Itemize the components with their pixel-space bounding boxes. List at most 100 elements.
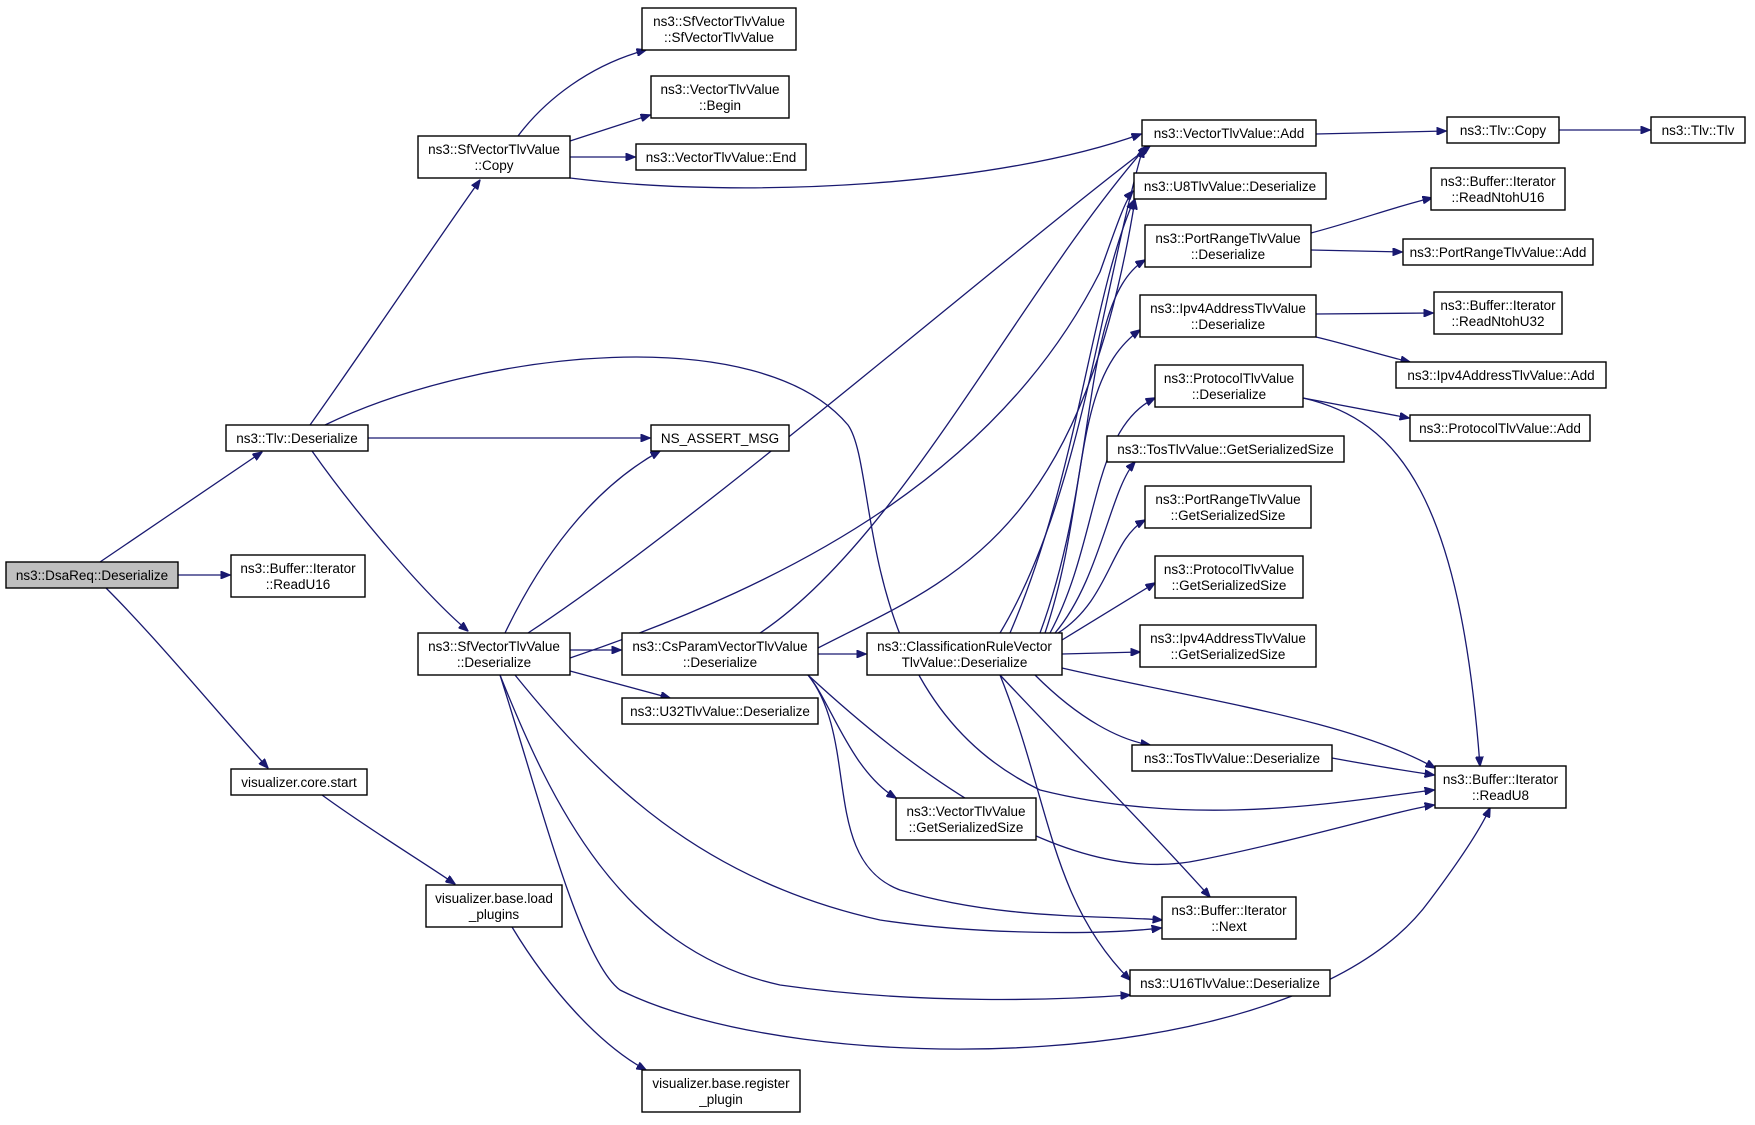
node-tlv-deserialize[interactable]: ns3::Tlv::Deserialize <box>225 424 369 452</box>
edge-arrow <box>499 674 1130 1001</box>
node-label: ns3::ClassificationRuleVector <box>877 639 1052 654</box>
node-buffer-readu8[interactable]: ns3::Buffer::Iterator::ReadU8 <box>1434 765 1567 809</box>
node-label: ns3::Buffer::Iterator <box>1171 903 1287 918</box>
edge-dsareq_deserialize-to-vis_core_start <box>105 587 268 768</box>
edge-arrow <box>1061 652 1140 654</box>
node-label: ::GetSerializedSize <box>909 820 1024 835</box>
node-tlv-tlv[interactable]: ns3::Tlv::Tlv <box>1650 116 1746 144</box>
node-vec-add[interactable]: ns3::VectorTlvValue::Add <box>1141 119 1317 147</box>
node-u16-deserialize[interactable]: ns3::U16TlvValue::Deserialize <box>1129 969 1331 997</box>
node-pr-deserialize[interactable]: ns3::PortRangeTlvValue::Deserialize <box>1144 224 1312 268</box>
node-label: ::Deserialize <box>457 655 531 670</box>
edge-arrow <box>514 674 1161 934</box>
node-box <box>417 632 571 676</box>
edge-sf_deserialize-to-buffer_readu8 <box>499 674 1490 1050</box>
node-dsareq-deserialize[interactable]: ns3::DsaReq::Deserialize <box>5 561 179 589</box>
node-label: _plugins <box>468 907 520 922</box>
edge-arrow <box>1310 198 1432 234</box>
node-buffer-readu16[interactable]: ns3::Buffer::Iterator::ReadU16 <box>230 554 366 598</box>
node-buffer-next[interactable]: ns3::Buffer::Iterator::Next <box>1161 896 1297 940</box>
node-label: ns3::Tlv::Copy <box>1460 123 1547 138</box>
node-label: ns3::U16TlvValue::Deserialize <box>1140 976 1320 991</box>
node-label: ns3::Buffer::Iterator <box>1440 174 1556 189</box>
edge-cr_deserialize-to-proto_deserialize <box>1049 398 1155 634</box>
node-sf-copy[interactable]: ns3::SfVectorTlvValue::Copy <box>417 135 571 179</box>
node-cr-deserialize[interactable]: ns3::ClassificationRuleVectorTlvValue::D… <box>866 632 1063 676</box>
edge-arrow <box>499 674 1490 1050</box>
node-pr-add[interactable]: ns3::PortRangeTlvValue::Add <box>1402 238 1594 266</box>
node-box <box>225 424 369 452</box>
edge-arrow <box>99 452 262 563</box>
node-label: ns3::SfVectorTlvValue <box>428 142 560 157</box>
edge-tlv_deserialize-to-sf_copy <box>309 180 480 426</box>
node-ip-add[interactable]: ns3::Ipv4AddressTlvValue::Add <box>1395 361 1607 389</box>
node-sf-deserialize[interactable]: ns3::SfVectorTlvValue::Deserialize <box>417 632 571 676</box>
node-vis-load-plugins[interactable]: visualizer.base.load_plugins <box>425 884 563 928</box>
node-box <box>641 7 797 51</box>
node-ns-assert-msg[interactable]: NS_ASSERT_MSG <box>650 424 790 452</box>
edge-sf_deserialize-to-u16_deserialize <box>499 674 1130 1001</box>
node-cs-deserialize[interactable]: ns3::CsParamVectorTlvValue::Deserialize <box>621 632 819 676</box>
node-buffer-readntohu16[interactable]: ns3::Buffer::Iterator::ReadNtohU16 <box>1430 167 1566 211</box>
node-label: ::Deserialize <box>683 655 757 670</box>
node-label: ::Copy <box>474 158 513 173</box>
edge-cr_deserialize-to-ip_deserialize <box>1044 330 1140 634</box>
node-box <box>1446 116 1560 144</box>
edge-pr_deserialize-to-buffer_readntohu16 <box>1310 198 1432 234</box>
edge-cr_deserialize-to-pr_getsize <box>1057 520 1145 634</box>
node-box <box>866 632 1063 676</box>
node-ip-getsize[interactable]: ns3::Ipv4AddressTlvValue::GetSerializedS… <box>1139 624 1317 668</box>
node-u32-deserialize[interactable]: ns3::U32TlvValue::Deserialize <box>621 697 819 725</box>
node-box <box>1395 361 1607 389</box>
node-vis-core-start[interactable]: visualizer.core.start <box>230 768 368 796</box>
node-tos-getsize[interactable]: ns3::TosTlvValue::GetSerializedSize <box>1106 435 1345 463</box>
edge-arrow <box>1315 131 1446 134</box>
node-vec-getsize[interactable]: ns3::VectorTlvValue::GetSerializedSize <box>895 797 1037 841</box>
node-tlv-copy[interactable]: ns3::Tlv::Copy <box>1446 116 1560 144</box>
node-sf-ctor[interactable]: ns3::SfVectorTlvValue::SfVectorTlvValue <box>641 7 797 51</box>
edge-arrow <box>311 450 468 631</box>
node-box <box>1430 167 1566 211</box>
edge-arrow <box>569 191 1133 659</box>
node-u8-deserialize[interactable]: ns3::U8TlvValue::Deserialize <box>1133 172 1327 200</box>
node-proto-getsize[interactable]: ns3::ProtocolTlvValue::GetSerializedSize <box>1154 555 1304 599</box>
edge-arrow <box>527 146 1150 634</box>
edge-cs_deserialize-to-buffer_next <box>807 674 1162 920</box>
node-box <box>1161 896 1297 940</box>
node-vec-begin[interactable]: ns3::VectorTlvValue::Begin <box>650 75 790 119</box>
edge-arrow <box>1061 667 1435 768</box>
node-label: ns3::Buffer::Iterator <box>1443 772 1559 787</box>
node-label: ::Deserialize <box>1191 247 1265 262</box>
edge-arrow <box>569 670 670 698</box>
node-box <box>621 632 819 676</box>
edge-sf_deserialize-to-buffer_next <box>514 674 1161 934</box>
node-box <box>635 143 807 171</box>
node-vec-end[interactable]: ns3::VectorTlvValue::End <box>635 143 807 171</box>
node-label: ns3::Tlv::Deserialize <box>236 431 358 446</box>
node-proto-deserialize[interactable]: ns3::ProtocolTlvValue::Deserialize <box>1154 364 1304 408</box>
node-label: ns3::PortRangeTlvValue::Add <box>1410 245 1587 260</box>
node-label: ::GetSerializedSize <box>1171 647 1286 662</box>
node-buffer-readntohu32[interactable]: ns3::Buffer::Iterator::ReadNtohU32 <box>1433 291 1563 335</box>
edge-arrow <box>1315 336 1410 362</box>
node-box <box>641 1069 801 1113</box>
edge-arrow <box>807 674 896 798</box>
node-proto-add[interactable]: ns3::ProtocolTlvValue::Add <box>1409 414 1591 442</box>
node-tos-deserialize[interactable]: ns3::TosTlvValue::Deserialize <box>1131 744 1333 772</box>
node-label: ns3::CsParamVectorTlvValue <box>632 639 807 654</box>
node-box <box>1144 224 1312 268</box>
node-label: ns3::Ipv4AddressTlvValue::Add <box>1407 368 1594 383</box>
edge-vis_core_start-to-vis_load_plugins <box>321 794 455 884</box>
edge-pr_deserialize-to-pr_add <box>1310 250 1402 252</box>
node-ip-deserialize[interactable]: ns3::Ipv4AddressTlvValue::Deserialize <box>1139 294 1317 338</box>
node-label: visualizer.base.load <box>435 891 553 906</box>
node-label: ns3::VectorTlvValue <box>906 804 1025 819</box>
edge-sf_deserialize-to-u8_deserialize <box>569 191 1133 659</box>
node-label: ns3::PortRangeTlvValue <box>1155 231 1300 246</box>
node-vis-register-plugin[interactable]: visualizer.base.register_plugin <box>641 1069 801 1113</box>
node-pr-getsize[interactable]: ns3::PortRangeTlvValue::GetSerializedSiz… <box>1144 485 1312 529</box>
node-box <box>1154 364 1304 408</box>
edge-sf_deserialize-to-vec_add <box>527 146 1150 634</box>
node-box <box>650 424 790 452</box>
edge-arrow <box>1315 313 1433 314</box>
